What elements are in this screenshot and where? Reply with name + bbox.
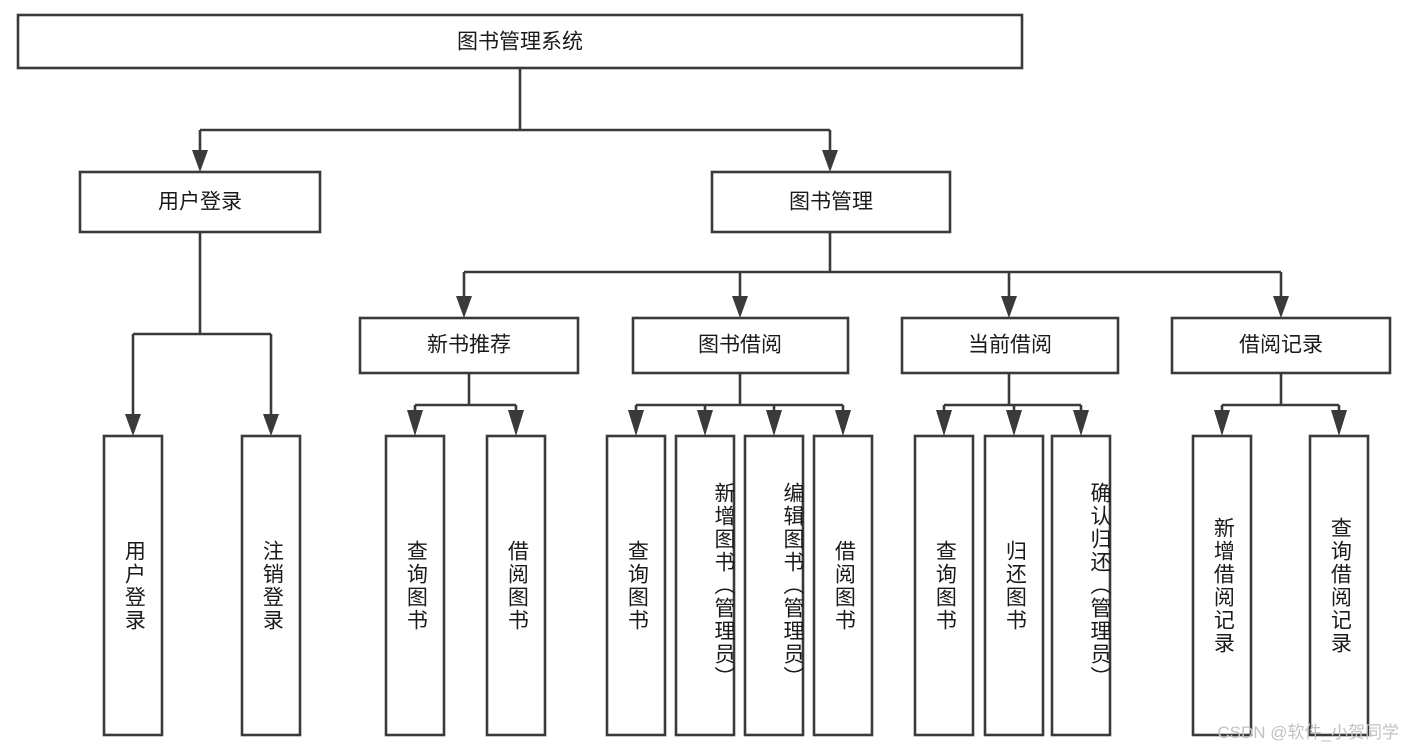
node-leaf-borrow-book-box[interactable] (812, 434, 874, 737)
node-book-manage-label: 图书管理 (789, 191, 873, 214)
arrow-head-icon (508, 410, 524, 436)
node-leaf-edit-book-box[interactable] (743, 434, 805, 737)
node-new-book-rec-label: 新书推荐 (427, 334, 511, 357)
arrow-head-icon (192, 150, 208, 172)
node-user-login[interactable]: 用户登录 (78, 170, 322, 234)
arrow-head-icon (1001, 296, 1017, 318)
node-borrow-record[interactable]: 借阅记录 (1170, 316, 1392, 375)
arrow-head-icon (1331, 410, 1347, 436)
arrow-head-icon (407, 410, 423, 436)
node-leaf-borrow-book-rec-box[interactable] (485, 434, 547, 737)
node-leaf-add-borrow-record-box[interactable] (1191, 434, 1253, 737)
edge-group-root-to-level2 (192, 68, 838, 172)
node-leaf-query-borrow-record-box[interactable] (1308, 434, 1370, 737)
edge-group-new-book-rec-to-leaves (407, 373, 524, 436)
node-leaf-query-book-borrow-box[interactable] (605, 434, 667, 737)
node-user-login-box[interactable] (78, 170, 322, 234)
edge-group-book-manage-to-level3 (456, 232, 1289, 318)
node-leaf-return-book-box[interactable] (983, 434, 1045, 737)
arrow-head-icon (628, 410, 644, 436)
arrow-head-icon (125, 414, 141, 436)
arrow-head-icon (456, 296, 472, 318)
node-current-borrow-box[interactable] (900, 316, 1120, 375)
node-book-borrow-box[interactable] (631, 316, 850, 375)
node-book-borrow-label: 图书借阅 (698, 334, 782, 357)
edge-group-user-login-to-leaves (125, 232, 279, 436)
node-root-box[interactable] (16, 13, 1024, 70)
node-leaf-user-logout-box[interactable] (240, 434, 302, 737)
arrow-head-icon (1214, 410, 1230, 436)
node-borrow-record-label: 借阅记录 (1239, 334, 1323, 357)
arrow-head-icon (936, 410, 952, 436)
node-new-book-rec[interactable]: 新书推荐 (358, 316, 580, 375)
edge-group-borrow-record-to-leaves (1214, 373, 1347, 436)
node-borrow-record-box[interactable] (1170, 316, 1392, 375)
arrow-head-icon (697, 410, 713, 436)
node-root-label: 图书管理系统 (457, 31, 583, 54)
node-current-borrow[interactable]: 当前借阅 (900, 316, 1120, 375)
arrow-head-icon (1273, 296, 1289, 318)
node-root[interactable]: 图书管理系统 (16, 13, 1024, 70)
node-leaf-confirm-return-box[interactable] (1050, 434, 1112, 737)
node-new-book-rec-box[interactable] (358, 316, 580, 375)
arrow-head-icon (732, 296, 748, 318)
node-book-borrow[interactable]: 图书借阅 (631, 316, 850, 375)
node-user-login-label: 用户登录 (158, 191, 242, 214)
node-leaf-query-book-rec-box[interactable] (384, 434, 446, 737)
node-current-borrow-label: 当前借阅 (968, 334, 1052, 357)
arrow-head-icon (766, 410, 782, 436)
node-leaf-query-book-current-box[interactable] (913, 434, 975, 737)
arrow-head-icon (1006, 410, 1022, 436)
node-leaf-user-login-box[interactable] (102, 434, 164, 737)
node-leaf-add-book-box[interactable] (674, 434, 736, 737)
arrow-head-icon (822, 150, 838, 172)
edge-group-book-borrow-to-leaves (628, 373, 851, 436)
node-book-manage[interactable]: 图书管理 (710, 170, 952, 234)
arrow-head-icon (1073, 410, 1089, 436)
node-book-manage-box[interactable] (710, 170, 952, 234)
arrow-head-icon (835, 410, 851, 436)
edge-group-current-borrow-to-leaves (936, 373, 1089, 436)
arrow-head-icon (263, 414, 279, 436)
